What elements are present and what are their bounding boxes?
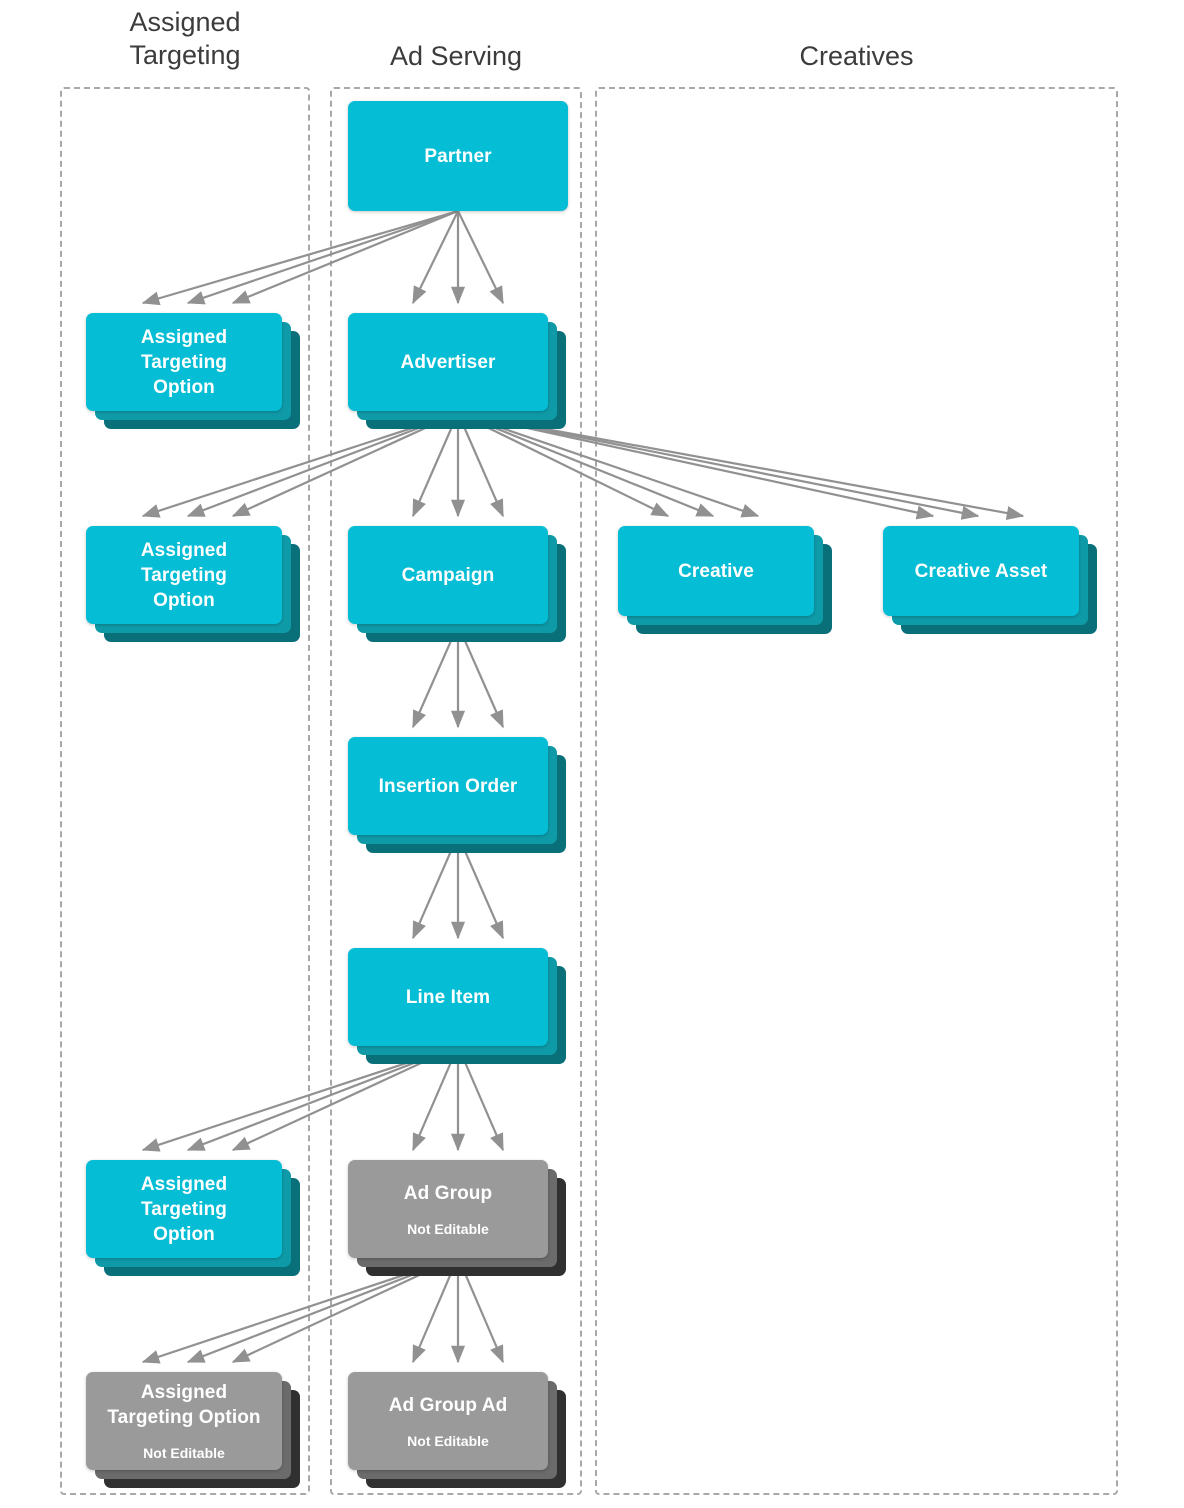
node-partner-surface[interactable]: Partner [348, 101, 568, 211]
node-title: Creative Asset [914, 560, 1048, 582]
node-title: Ad Group Ad [388, 1394, 508, 1416]
node-surface[interactable]: Assigned Targeting Option [86, 313, 282, 411]
node-not-editable-badge: Not Editable [143, 1445, 225, 1461]
swimlane-creatives [595, 87, 1118, 1495]
node-surface[interactable]: Insertion Order [348, 737, 548, 835]
node-creative[interactable]: Creative [618, 526, 832, 634]
node-surface[interactable]: Assigned Targeting Option [86, 1160, 282, 1258]
node-surface[interactable]: Creative Asset [883, 526, 1079, 616]
node-surface[interactable]: Line Item [348, 948, 548, 1046]
node-title: Insertion Order [378, 775, 518, 797]
node-surface[interactable]: Assigned Targeting Option [86, 526, 282, 624]
node-assigned-targeting-option-line-item[interactable]: Assigned Targeting Option [86, 1160, 300, 1276]
node-assigned-targeting-option-ad-group[interactable]: Assigned Targeting Option Not Editable [86, 1372, 300, 1488]
node-insertion-order[interactable]: Insertion Order [348, 737, 566, 853]
node-title: Assigned Targeting Option [107, 1382, 261, 1428]
column-header-assigned-targeting: Assigned Targeting [129, 7, 241, 70]
node-not-editable-badge: Not Editable [407, 1220, 489, 1237]
node-assigned-targeting-option-advertiser[interactable]: Assigned Targeting Option [86, 526, 300, 642]
node-title: Ad Group [403, 1182, 493, 1204]
node-ad-group-ad[interactable]: Ad Group Ad Not Editable [348, 1372, 566, 1488]
node-partner-title: Partner [424, 145, 492, 167]
swimlane-assigned-targeting [60, 87, 310, 1495]
node-surface[interactable]: Creative [618, 526, 814, 616]
node-title: Campaign [401, 564, 495, 586]
node-not-editable-badge: Not Editable [407, 1432, 489, 1449]
node-surface[interactable]: Campaign [348, 526, 548, 624]
node-title: Creative [678, 560, 754, 582]
swimlane-ad-serving [330, 87, 582, 1495]
node-campaign[interactable]: Campaign [348, 526, 566, 642]
node-advertiser[interactable]: Advertiser [348, 313, 566, 429]
node-surface[interactable]: Assigned Targeting Option Not Editable [86, 1372, 282, 1470]
column-header-ad-serving: Ad Serving [389, 41, 523, 71]
node-ad-group[interactable]: Ad Group Not Editable [348, 1160, 566, 1276]
node-partner[interactable]: Partner [348, 101, 568, 211]
node-title: Assigned Targeting Option [140, 1173, 228, 1245]
node-surface[interactable]: Advertiser [348, 313, 548, 411]
node-line-item[interactable]: Line Item [348, 948, 566, 1064]
node-title: Assigned Targeting Option [140, 326, 228, 398]
node-title: Assigned Targeting Option [140, 539, 228, 611]
node-title: Line Item [405, 986, 491, 1008]
node-assigned-targeting-option-partner[interactable]: Assigned Targeting Option [86, 313, 300, 429]
column-header-creatives: Creatives [799, 41, 914, 71]
node-surface[interactable]: Ad Group Not Editable [348, 1160, 548, 1258]
node-surface[interactable]: Ad Group Ad Not Editable [348, 1372, 548, 1470]
node-title: Advertiser [400, 351, 496, 373]
node-creative-asset[interactable]: Creative Asset [883, 526, 1097, 634]
